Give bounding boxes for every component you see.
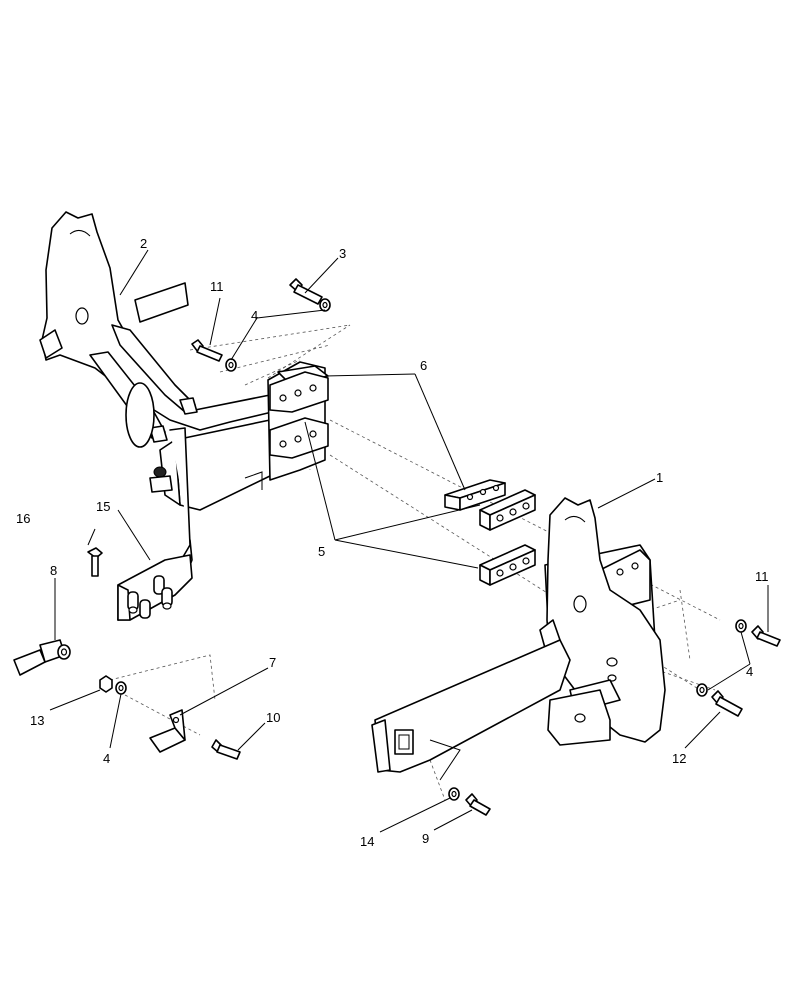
callout-4-right: 4 [746, 664, 753, 679]
callout-11-left: 11 [210, 279, 224, 294]
bolt-part-11-right [751, 625, 781, 647]
frame-part-15 [117, 419, 273, 621]
callout-13: 13 [30, 713, 44, 728]
callout-15: 15 [96, 499, 110, 514]
callout-7: 7 [269, 655, 276, 670]
bolt-part-9 [465, 793, 491, 816]
callout-4-top: 4 [251, 308, 258, 323]
pad-part-5-lower [479, 544, 536, 586]
bolt-part-10 [211, 739, 241, 760]
bracket-part-1 [371, 497, 666, 781]
plate-part-6 [444, 479, 506, 511]
callout-14: 14 [360, 834, 374, 849]
callout-16: 16 [16, 511, 30, 526]
leader-lines [49, 249, 769, 833]
washer-part-4-left [225, 358, 237, 372]
bolt-part-11-left [191, 339, 223, 362]
washer-part-4-top [319, 298, 331, 312]
bracket-part-7 [149, 709, 186, 753]
callout-4-bottom-left: 4 [103, 751, 110, 766]
callout-12: 12 [672, 751, 686, 766]
bolt-part-3 [289, 278, 323, 305]
mounting-plate [244, 361, 329, 490]
washer-part-4-bottom-left [115, 681, 127, 695]
pad-part-5-upper [479, 489, 536, 531]
callout-9: 9 [422, 831, 429, 846]
callout-6: 6 [420, 358, 427, 373]
callout-labels: 1 2 3 4 4 4 5 6 7 8 9 10 11 11 12 13 14 … [16, 236, 769, 849]
washer-part-4-right-upper [735, 619, 747, 633]
callout-1: 1 [656, 470, 663, 485]
callout-8: 8 [50, 563, 57, 578]
callout-5: 5 [318, 544, 325, 559]
callout-10: 10 [266, 710, 280, 725]
clip-part-8 [13, 639, 71, 676]
bracket-part-2 [39, 211, 273, 448]
callout-3: 3 [339, 246, 346, 261]
bolt-part-16 [87, 547, 103, 577]
callout-2: 2 [140, 236, 147, 251]
washer-part-4-right-lower [696, 683, 708, 697]
bolt-part-12 [711, 690, 743, 717]
nut-part-13 [99, 675, 113, 693]
washer-part-14 [448, 787, 460, 801]
callout-11-right: 11 [755, 569, 769, 584]
